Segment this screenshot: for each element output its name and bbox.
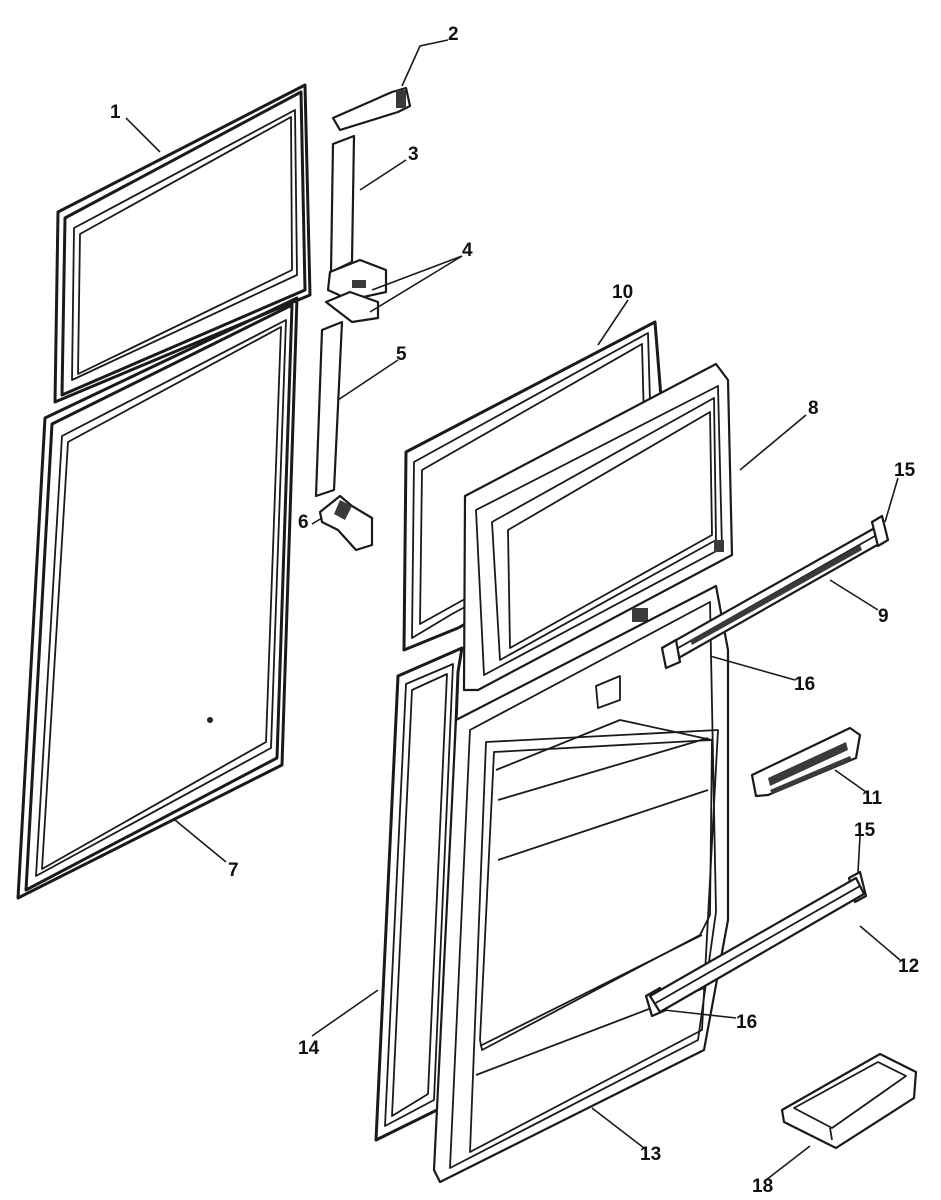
callout-labels: 1 2 3 4 5 6 7 8 9 10 11 12 13 14 15 15 1… [110, 24, 919, 1197]
leader-lines [125, 39, 901, 1181]
tray [780, 1052, 918, 1150]
upper-door [462, 362, 734, 692]
center-hinge [324, 258, 388, 324]
callout-6: 6 [298, 512, 309, 533]
callout-15-upper: 15 [894, 460, 916, 481]
callout-10: 10 [612, 282, 633, 303]
callout-14: 14 [298, 1038, 320, 1059]
callout-12: 12 [898, 956, 919, 977]
lower-hinge-cover [314, 320, 344, 498]
callout-8: 8 [808, 398, 819, 419]
callout-7: 7 [228, 860, 239, 881]
callout-3: 3 [408, 144, 419, 165]
bottom-hinge [318, 494, 374, 552]
callout-4: 4 [462, 240, 473, 261]
small-shelf-bar [750, 726, 862, 798]
callout-5: 5 [396, 344, 407, 365]
lower-door-gasket [16, 296, 299, 900]
callout-9: 9 [878, 606, 889, 627]
callout-18: 18 [752, 1176, 773, 1197]
upper-hinge-cover [329, 134, 356, 274]
lower-door [432, 584, 730, 1184]
callout-1: 1 [110, 102, 121, 123]
callout-16-upper: 16 [794, 674, 815, 695]
callout-16-lower: 16 [736, 1012, 757, 1033]
lower-shelf-bar [648, 876, 866, 1014]
callout-2: 2 [448, 24, 459, 45]
shelf-end-cap-upper [870, 514, 890, 548]
callout-13: 13 [640, 1144, 661, 1165]
callout-11: 11 [862, 788, 883, 809]
top-hinge [331, 86, 412, 132]
shelf-end-cap-upper-left [660, 638, 682, 670]
callout-15-lower: 15 [854, 820, 876, 841]
upper-door-gasket [53, 83, 312, 404]
